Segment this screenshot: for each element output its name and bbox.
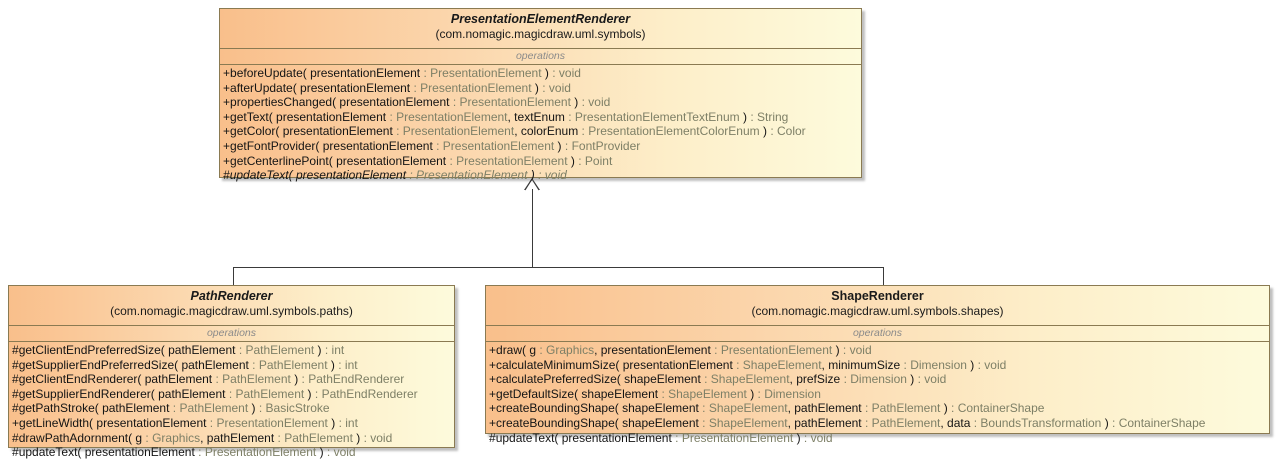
- operation-row[interactable]: +getFontProvider( presentationElement : …: [223, 138, 641, 153]
- class-package: (com.nomagic.magicdraw.uml.symbols.paths…: [110, 304, 353, 318]
- operation-row[interactable]: +getCenterlinePoint( presentationElement…: [223, 153, 613, 168]
- operations-list: #getClientEndPreferredSize( pathElement …: [9, 342, 454, 462]
- operation-row[interactable]: +draw( g : Graphics, presentationElement…: [489, 343, 872, 357]
- class-package: (com.nomagic.magicdraw.uml.symbols.shape…: [751, 304, 1004, 318]
- operation-row[interactable]: #getPathStroke( pathElement : PathElemen…: [12, 401, 330, 416]
- operation-row[interactable]: +getDefaultSize( shapeElement : ShapeEle…: [489, 386, 821, 401]
- operation-row[interactable]: +afterUpdate( presentationElement : Pres…: [223, 80, 571, 95]
- operation-row[interactable]: #updateText( presentationElement : Prese…: [223, 168, 567, 183]
- generalization-branch-right: [883, 267, 884, 286]
- operation-row[interactable]: #getClientEndRenderer( pathElement : Pat…: [12, 372, 405, 387]
- operation-row[interactable]: #getClientEndPreferredSize( pathElement …: [12, 343, 345, 357]
- class-header-shape-renderer: ShapeRenderer (com.nomagic.magicdraw.uml…: [486, 286, 1269, 326]
- operation-row[interactable]: +createBoundingShape( shapeElement : Sha…: [489, 401, 1045, 416]
- class-box-shape-renderer[interactable]: ShapeRenderer (com.nomagic.magicdraw.uml…: [485, 285, 1270, 445]
- operations-compartment-label: operations: [9, 326, 454, 342]
- generalization-trunk-line: [532, 189, 533, 267]
- operations-compartment-label: operations: [486, 326, 1269, 342]
- operation-row[interactable]: #updateText( presentationElement : Prese…: [12, 445, 356, 460]
- class-box-presentation-element-renderer[interactable]: PresentationElementRenderer (com.nomagic…: [219, 8, 862, 182]
- class-header-presentation-element-renderer: PresentationElementRenderer (com.nomagic…: [220, 9, 861, 49]
- operation-row[interactable]: +getColor( presentationElement : Present…: [223, 124, 806, 139]
- operation-row[interactable]: #updateText( presentationElement : Prese…: [489, 430, 833, 445]
- operation-row[interactable]: #getSupplierEndRenderer( pathElement : P…: [12, 386, 418, 401]
- operation-row[interactable]: +getText( presentationElement : Presenta…: [223, 109, 789, 124]
- operations-list: +draw( g : Graphics, presentationElement…: [486, 342, 1269, 447]
- generalization-arrowhead-fill: [525, 180, 539, 191]
- operations-compartment-label: operations: [220, 49, 861, 65]
- generalization-branch-left: [233, 267, 234, 286]
- operations-list: +beforeUpdate( presentationElement : Pre…: [220, 65, 861, 185]
- class-name: PresentationElementRenderer: [450, 12, 631, 26]
- operation-row[interactable]: #getSupplierEndPreferredSize( pathElemen…: [12, 357, 358, 372]
- class-box-path-renderer[interactable]: PathRenderer (com.nomagic.magicdraw.uml.…: [8, 285, 455, 459]
- operation-row[interactable]: +beforeUpdate( presentationElement : Pre…: [223, 66, 581, 80]
- class-package: (com.nomagic.magicdraw.uml.symbols): [435, 27, 646, 41]
- class-header-path-renderer: PathRenderer (com.nomagic.magicdraw.uml.…: [9, 286, 454, 326]
- generalization-crossbar-line: [233, 267, 884, 268]
- operation-row[interactable]: +calculateMinimumSize( presentationEleme…: [489, 357, 1007, 372]
- operation-row[interactable]: +getLineWidth( presentationElement : Pre…: [12, 415, 358, 430]
- operation-row[interactable]: #drawPathAdornment( g : Graphics, pathEl…: [12, 430, 393, 445]
- operation-row[interactable]: +propertiesChanged( presentationElement …: [223, 95, 611, 110]
- operation-row[interactable]: +createBoundingShape( shapeElement : Sha…: [489, 415, 1206, 430]
- class-name: PathRenderer: [190, 289, 273, 303]
- operation-row[interactable]: +calculatePreferredSize( shapeElement : …: [489, 372, 947, 387]
- class-name: ShapeRenderer: [831, 289, 924, 303]
